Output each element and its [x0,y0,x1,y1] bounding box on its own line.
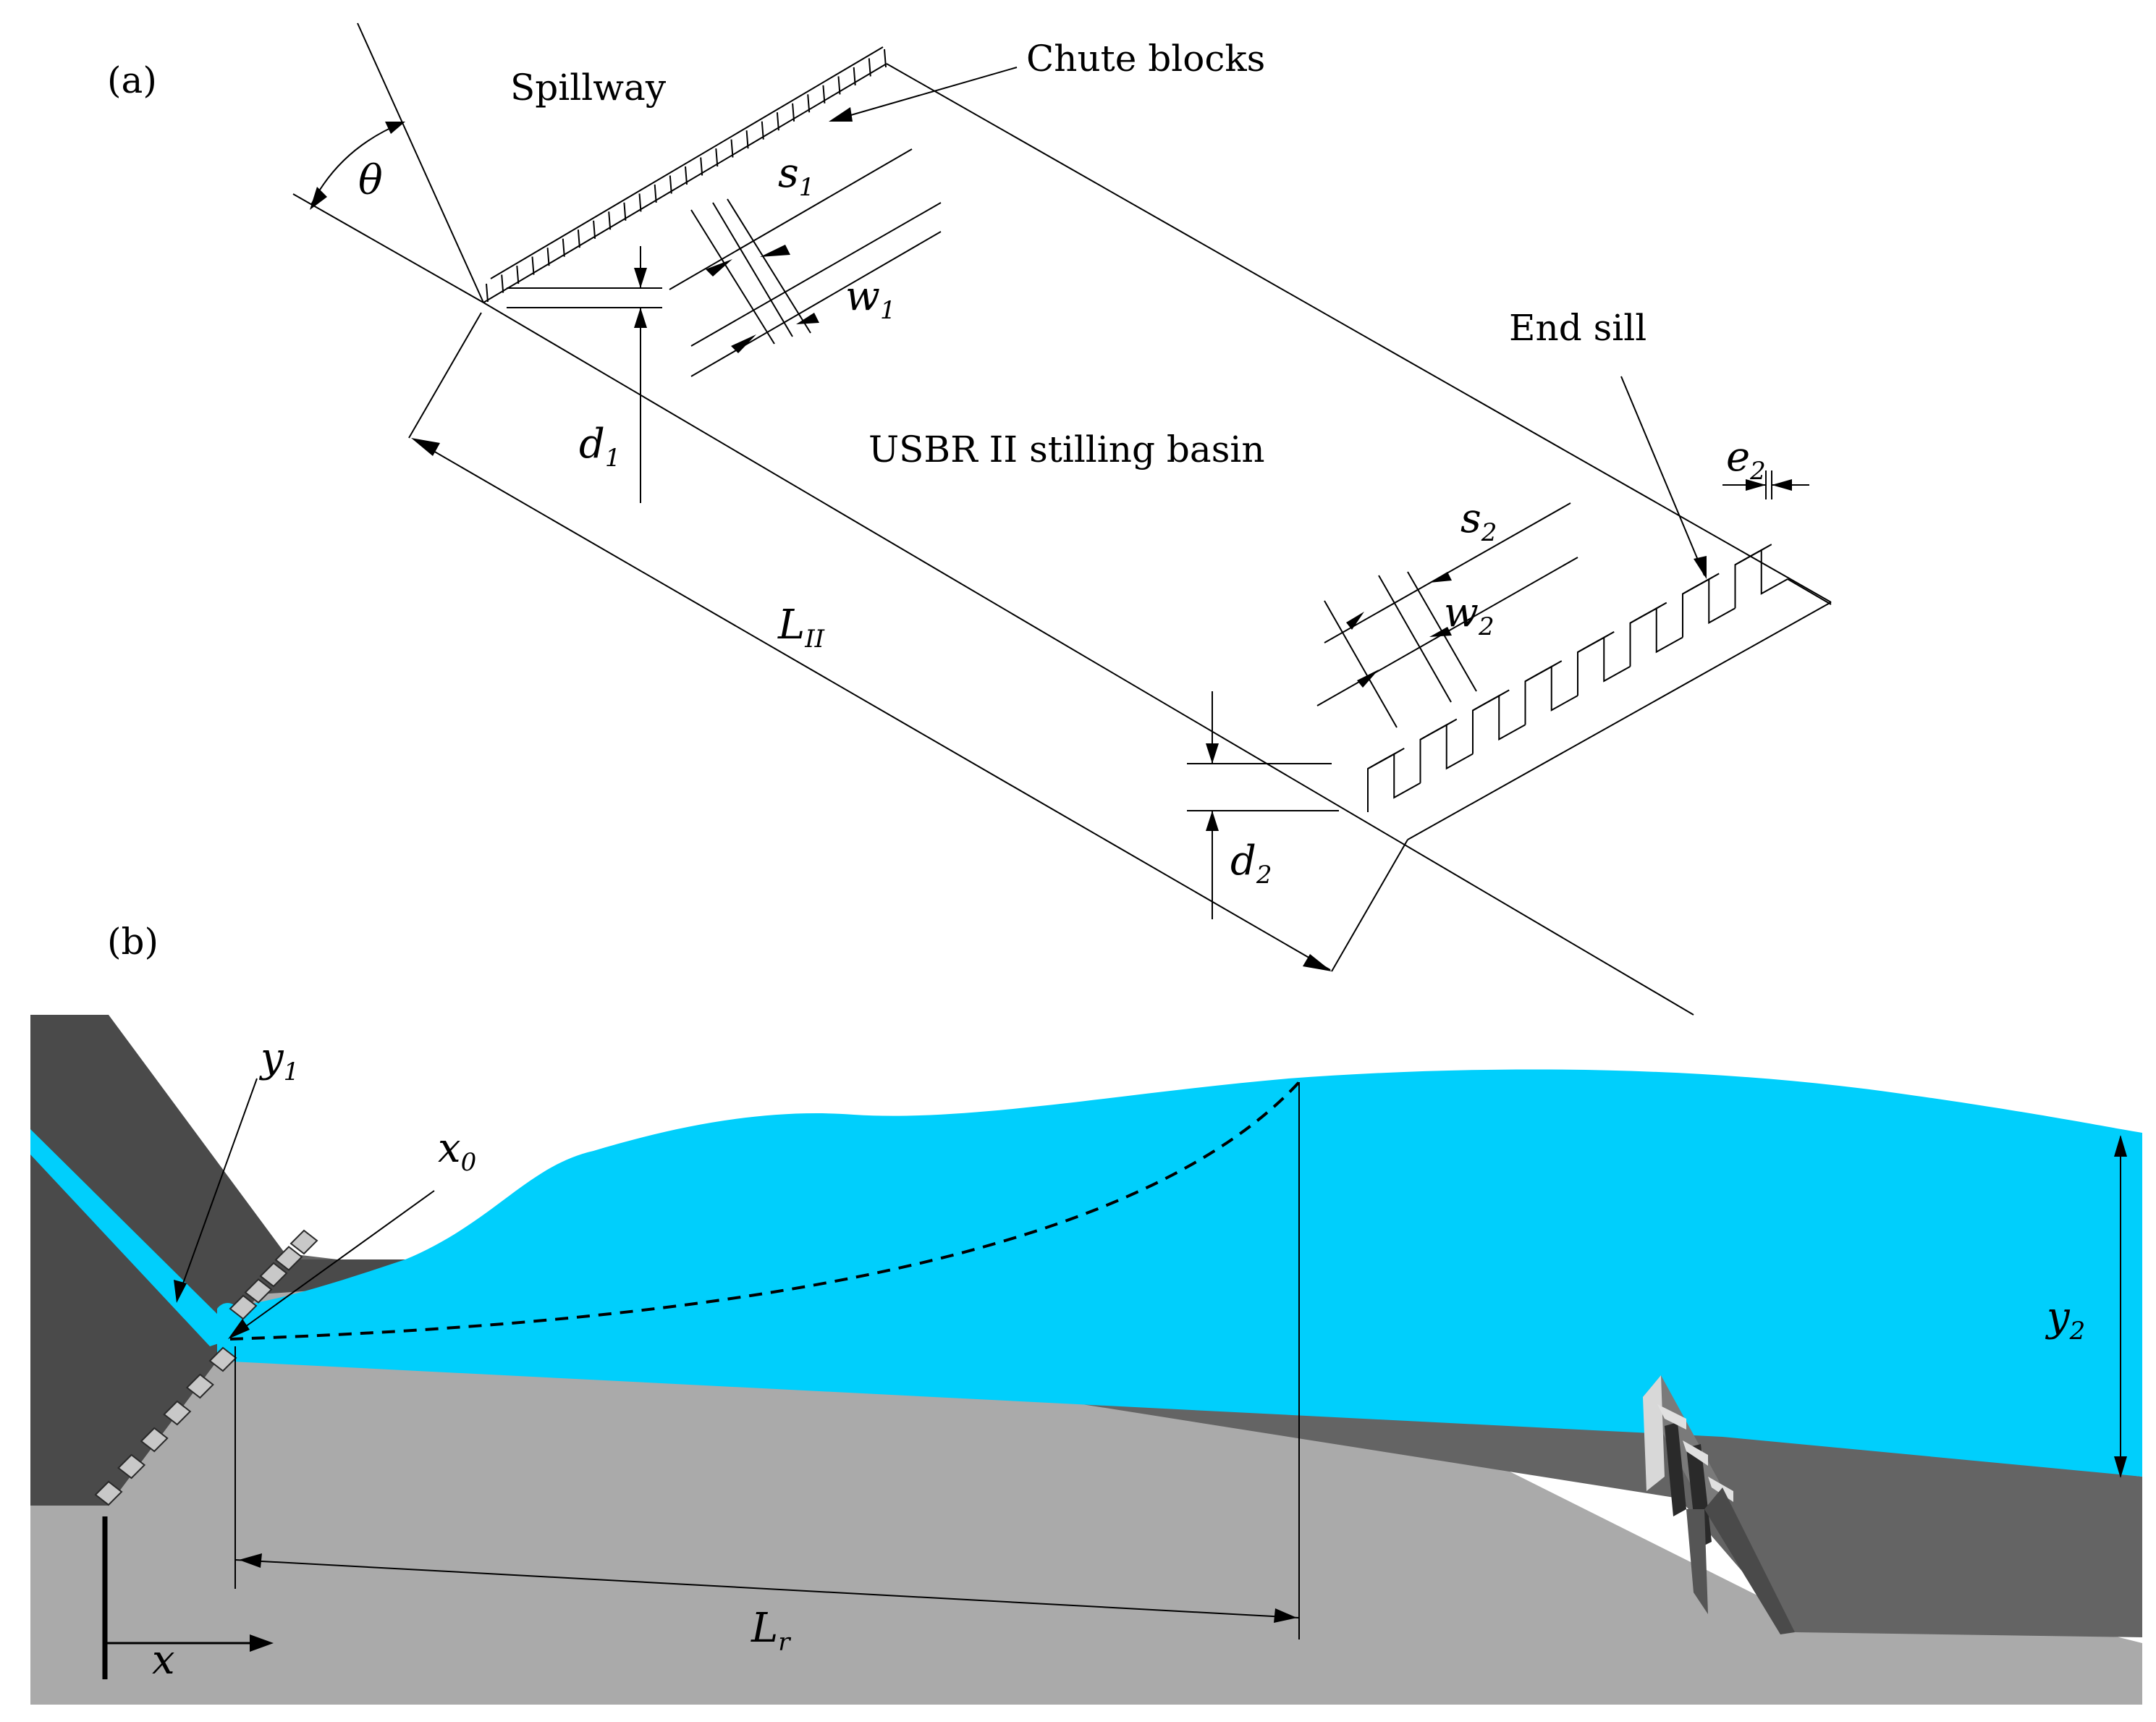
basin-front-edge [483,302,1694,1016]
Lr-arrowhead-right [1274,1608,1297,1623]
s2-label: s2 [1460,495,1497,547]
panel-a: (a) [107,22,1832,1016]
LII-label: LII [777,602,825,654]
chute-blocks-pointer [835,67,1018,120]
s1-w1-dimension [669,148,942,377]
chute-blocks [483,46,887,303]
s2-w2-dimension [1316,502,1578,728]
lower-chute-block [94,1480,123,1506]
Lr-label: Lr [751,1605,791,1657]
e2-label: e2 [1726,434,1766,486]
chute-blocks-label: Chute blocks [1026,38,1265,80]
d1-dimension [507,246,662,503]
lower-chute-block [117,1453,146,1480]
angle-reference-line [292,193,484,303]
Lr-arrow-line [234,1559,1300,1618]
panel-a-label: (a) [107,59,157,101]
upper-chute-block [274,1246,303,1271]
e2-dimension [1722,470,1809,499]
chute-blocks-arrowhead [829,107,853,122]
d2-dimension [1187,691,1339,919]
upper-chute-block [289,1229,318,1255]
y2-arrowhead-top [2114,1135,2127,1157]
basin-water [217,1069,2142,1477]
y1-label: y1 [258,1034,299,1086]
lower-chute-blocks [94,1346,237,1506]
lower-chute-block [185,1373,214,1399]
panel-b-label: (b) [107,921,158,963]
y1-arrowhead [174,1280,187,1303]
w1-label: w1 [845,273,896,325]
x-axis-arrowhead [250,1634,274,1652]
y2-arrowhead-bottom [2114,1456,2127,1478]
s1-label: s1 [778,150,814,202]
Lr-arrowhead-left [239,1553,262,1568]
x0-label: x0 [438,1125,476,1177]
x0-pointer [229,1190,435,1338]
theta-label: θ [358,157,383,204]
w2-label: w2 [1444,589,1495,641]
x0-arrowhead [228,1319,250,1339]
basin-label: USBR II stilling basin [868,429,1265,470]
sill-base-line [1407,602,1832,840]
upper-chute-blocks [229,1229,318,1320]
LII-dimension [408,312,1408,972]
x-axis-label: x [152,1637,175,1684]
spillway-label: Spillway [510,67,667,109]
end-sill-arrowhead [1694,556,1707,579]
upper-chute-block [244,1278,273,1304]
end-sill-pointer [1620,376,1705,576]
basin-back-edge [886,63,1832,603]
roller-profile-curve [229,1081,1301,1341]
panel-b: (b) [30,921,2142,1705]
end-sill [1367,544,1832,812]
upper-chute-block [259,1262,288,1288]
spillway-left-edge [357,22,484,303]
d1-label: d1 [579,421,621,473]
lower-chute-block [140,1427,169,1453]
theta-arc [310,122,402,206]
end-sill-label: End sill [1509,307,1646,349]
y2-label: y2 [2045,1293,2085,1346]
upper-chute-block [229,1294,258,1320]
y1-pointer [177,1078,258,1300]
d2-label: d2 [1230,837,1272,890]
end-sill-blocks [1643,1375,1795,1634]
lower-chute-block [163,1400,192,1426]
